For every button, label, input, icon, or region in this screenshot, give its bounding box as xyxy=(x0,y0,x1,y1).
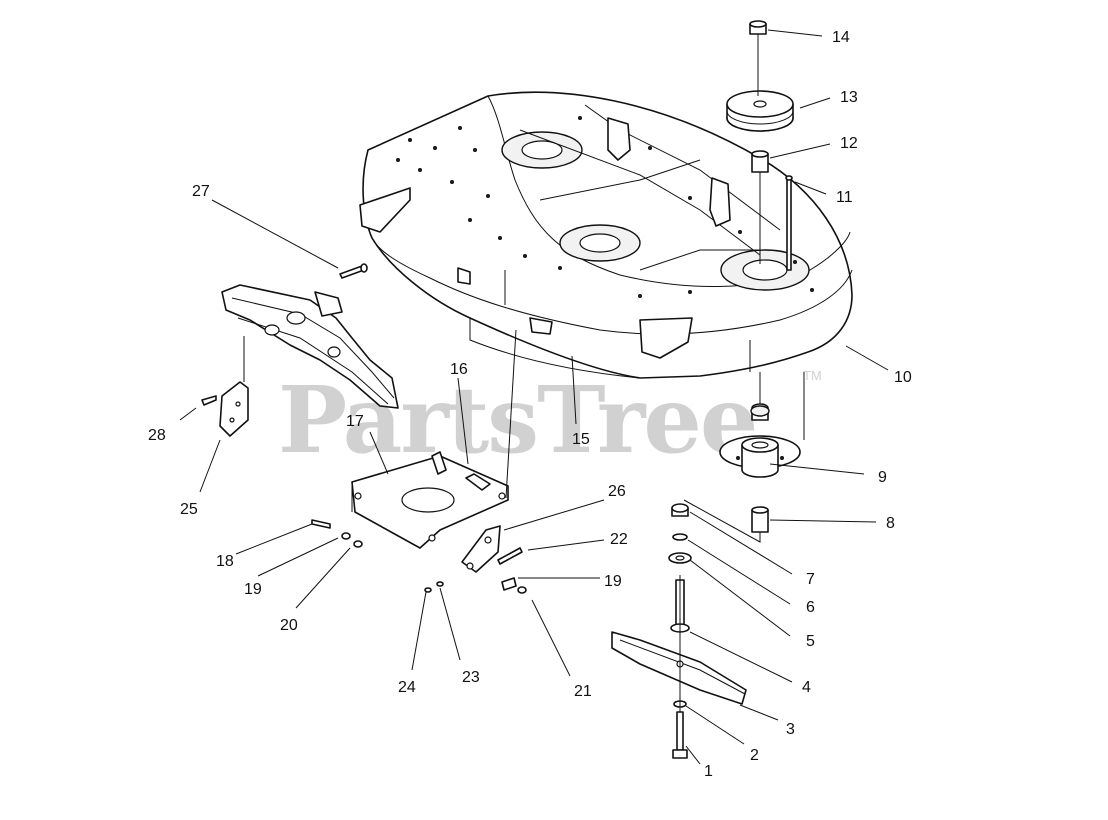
callout-25: 25 xyxy=(180,501,198,518)
callout-5: 5 xyxy=(806,633,815,650)
callout-19-right: 19 xyxy=(604,573,622,590)
callout-24: 24 xyxy=(398,679,416,696)
callout-3: 3 xyxy=(786,721,795,738)
callout-9: 9 xyxy=(878,469,887,486)
callout-27: 27 xyxy=(192,183,210,200)
callout-21: 21 xyxy=(574,683,592,700)
callout-17: 17 xyxy=(346,413,364,430)
callout-labels: 1 2 3 4 5 6 7 8 9 10 11 12 13 14 15 16 1… xyxy=(148,29,912,780)
callout-8: 8 xyxy=(886,515,895,532)
mower-deck-housing[interactable] xyxy=(359,91,853,379)
callout-18: 18 xyxy=(216,553,234,570)
lift-bracket-assembly[interactable] xyxy=(311,329,527,594)
callout-23: 23 xyxy=(462,669,480,686)
callout-19-left: 19 xyxy=(244,581,262,598)
callout-6: 6 xyxy=(806,599,815,616)
pivot-arm-assembly[interactable] xyxy=(201,263,399,437)
callout-15: 15 xyxy=(572,431,590,448)
callout-26: 26 xyxy=(608,483,626,500)
callout-11: 11 xyxy=(836,189,853,206)
spindle-assembly[interactable] xyxy=(611,20,805,759)
leader-lines xyxy=(179,29,889,765)
callout-20: 20 xyxy=(280,617,298,634)
callout-14: 14 xyxy=(832,29,850,46)
deck-holes xyxy=(396,116,814,298)
callout-10: 10 xyxy=(894,369,912,386)
callout-1: 1 xyxy=(704,763,713,780)
callout-2: 2 xyxy=(750,747,759,764)
callout-4: 4 xyxy=(802,679,811,696)
callout-28: 28 xyxy=(148,427,166,444)
callout-16: 16 xyxy=(450,361,468,378)
watermark-trademark: TM xyxy=(803,368,822,383)
callout-22: 22 xyxy=(610,531,628,548)
callout-13: 13 xyxy=(840,89,858,106)
callout-12: 12 xyxy=(840,135,858,152)
callout-7: 7 xyxy=(806,571,815,588)
